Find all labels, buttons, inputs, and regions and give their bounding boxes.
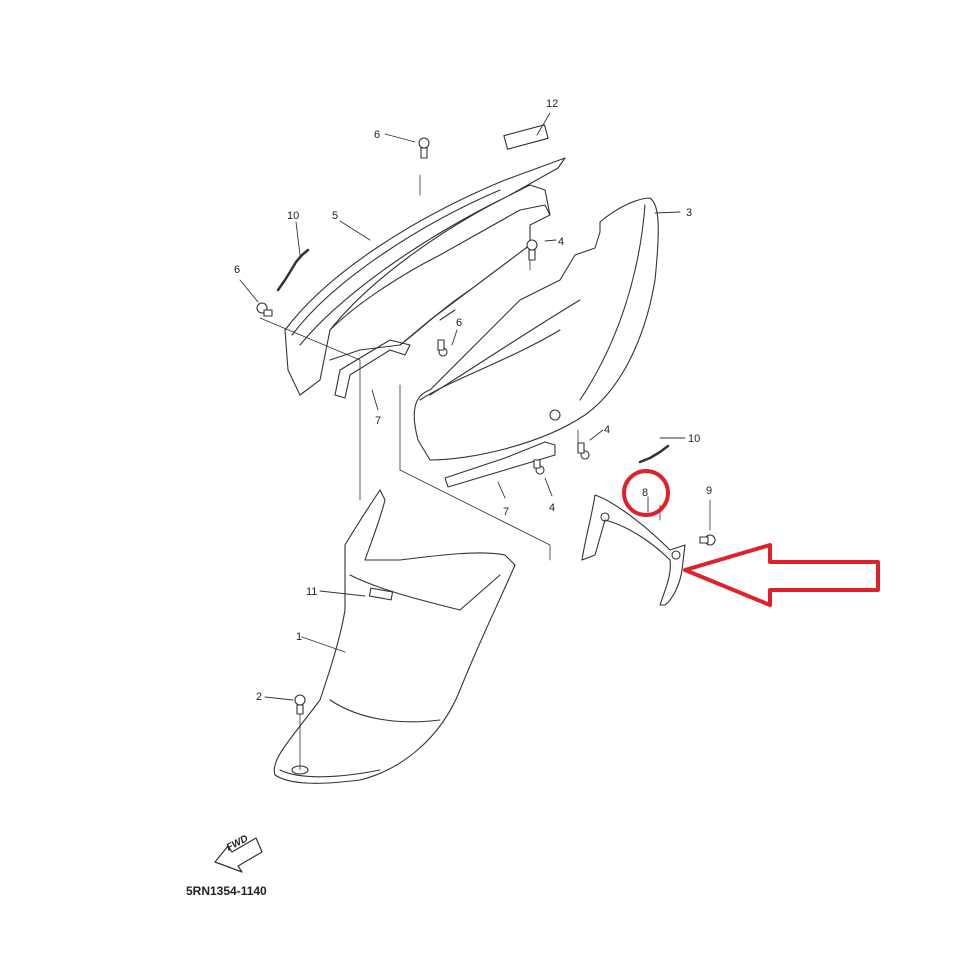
callout-6: 6 [234, 264, 241, 276]
screw-6-top [418, 137, 430, 159]
part-3-side-cover [413, 197, 659, 461]
screw-4-lower [533, 459, 545, 475]
leader-lines [239, 112, 686, 701]
callout-6: 6 [456, 317, 463, 329]
fasteners [256, 137, 716, 715]
highlight-arrow-icon [683, 543, 880, 607]
callout-1: 1 [296, 631, 303, 643]
callout-9: 9 [706, 485, 713, 497]
screw-4-top [526, 239, 538, 261]
callout-11: 11 [306, 586, 318, 598]
screw-4-right [577, 442, 590, 460]
highlight-annotations [622, 469, 880, 607]
screw-6-mid [437, 339, 448, 357]
part-1-lower-cover [273, 489, 516, 784]
callout-7: 7 [375, 415, 382, 427]
diagram-code: 5RN1354-1140 [186, 884, 267, 898]
highlight-circle [622, 469, 670, 517]
part-8-bracket [581, 494, 686, 606]
part-5-side-cover [284, 124, 566, 396]
callout-4: 4 [604, 424, 611, 436]
part-10-emblems [276, 248, 670, 464]
callout-7: 7 [503, 506, 510, 518]
callout-4: 4 [549, 502, 556, 514]
callout-8: 8 [642, 487, 649, 499]
callout-10: 10 [287, 210, 300, 222]
callout-4: 4 [558, 236, 565, 248]
part-7-brackets [334, 339, 556, 488]
callout-10: 10 [688, 433, 701, 445]
callout-5: 5 [332, 210, 339, 222]
screw-2 [294, 694, 306, 715]
callout-12: 12 [546, 98, 559, 110]
callout-3: 3 [686, 207, 693, 219]
callout-2: 2 [256, 691, 263, 703]
screw-9 [699, 534, 716, 546]
screw-6-left [256, 302, 273, 317]
fwd-arrow-icon [214, 837, 263, 873]
callout-6: 6 [374, 129, 381, 141]
